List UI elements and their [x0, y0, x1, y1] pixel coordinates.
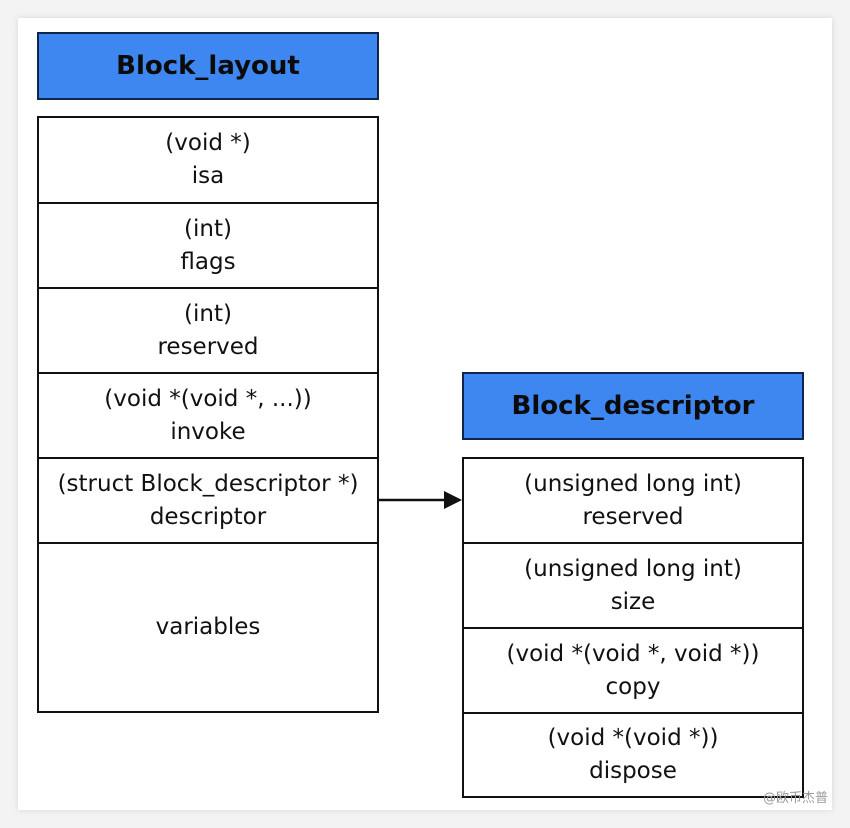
block-layout-field-isa: (void *) isa: [39, 118, 377, 204]
field-name: size: [610, 588, 656, 615]
block-layout-title: Block_layout: [37, 32, 379, 100]
field-type: (unsigned long int): [524, 555, 742, 582]
field-type: (void *(void *, ...)): [104, 385, 312, 412]
field-name: dispose: [589, 758, 677, 784]
block-layout-title-text: Block_layout: [116, 51, 300, 81]
block-layout-field-descriptor: (struct Block_descriptor *) descriptor: [39, 459, 377, 544]
field-type: (int): [184, 300, 232, 327]
field-name: reserved: [582, 503, 684, 530]
field-type: (void *(void *, void *)): [506, 640, 760, 667]
field-name: flags: [180, 248, 236, 275]
field-type: (unsigned long int): [524, 470, 742, 497]
field-type: (void *): [165, 130, 251, 156]
field-type: (int): [184, 215, 232, 242]
field-name: isa: [191, 163, 225, 189]
block-layout-field-flags: (int) flags: [39, 204, 377, 289]
watermark: @欧币杰普: [762, 791, 828, 806]
block-layout-struct: (void *) isa (int) flags (int) reserved …: [37, 116, 379, 713]
block-descriptor-field-reserved: (unsigned long int) reserved: [464, 459, 802, 544]
field-name: reserved: [157, 333, 259, 360]
field-name: copy: [605, 673, 661, 700]
block-descriptor-struct: (unsigned long int) reserved (unsigned l…: [462, 457, 804, 798]
block-descriptor-field-copy: (void *(void *, void *)) copy: [464, 629, 802, 714]
field-name: variables: [155, 614, 261, 640]
block-layout-field-reserved: (int) reserved: [39, 289, 377, 374]
block-layout-field-invoke: (void *(void *, ...)) invoke: [39, 374, 377, 459]
field-type: (struct Block_descriptor *): [57, 470, 359, 497]
block-descriptor-title: Block_descriptor: [462, 372, 804, 440]
field-name: descriptor: [149, 503, 267, 530]
block-layout-field-variables: variables: [39, 544, 377, 711]
field-name: invoke: [170, 418, 246, 445]
field-type: (void *(void *)): [547, 725, 719, 751]
block-descriptor-field-size: (unsigned long int) size: [464, 544, 802, 629]
block-descriptor-field-dispose: (void *(void *)) dispose: [464, 714, 802, 796]
arrow-head: [444, 491, 462, 509]
block-descriptor-title-text: Block_descriptor: [511, 391, 755, 421]
